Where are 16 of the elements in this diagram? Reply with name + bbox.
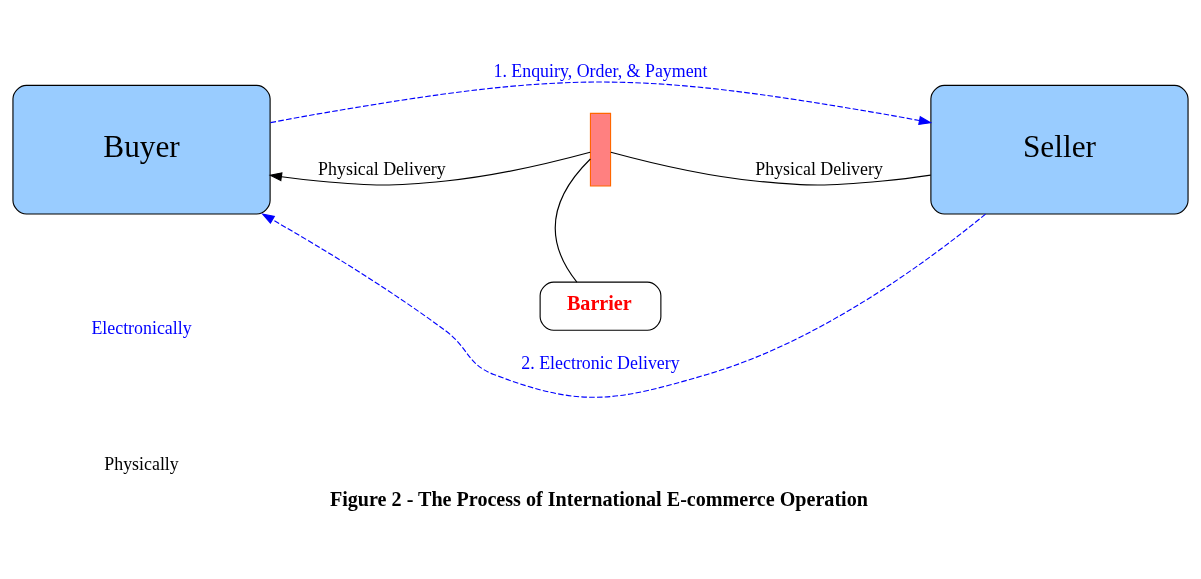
caption: Figure 2 - The Process of International E-commerce Operation [329,487,868,510]
edge-label: 1. Enquiry, Order, & Payment [493,60,708,81]
edge-label: 2. Electronic Delivery [521,352,680,373]
node-box: Buyer [12,84,271,215]
edge-label: Physical Delivery [318,158,446,179]
connector [554,157,591,283]
connector [610,151,932,186]
node-box: Barrier [539,281,662,331]
edge-label: Physical Delivery [755,158,883,179]
node-bar [589,112,612,187]
legend-label: Physically [104,453,179,474]
arrow [268,151,591,186]
arrow [261,212,987,398]
arrow [269,81,933,125]
node-box: Seller [930,84,1189,215]
legend-label: Electronically [91,317,192,338]
